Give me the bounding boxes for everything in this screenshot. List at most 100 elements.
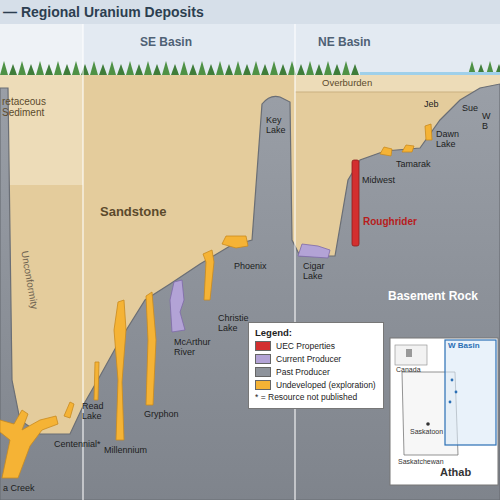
shea-creek-deposit: [0, 410, 58, 478]
legend-box: Legend: UEC PropertiesCurrent ProducerPas…: [248, 322, 384, 409]
map-label: Canada: [396, 366, 421, 374]
tree: [252, 61, 260, 75]
read-lake-deposit: [94, 362, 99, 400]
tree: [333, 64, 341, 75]
region-label: Overburden: [322, 78, 372, 88]
deposits-undeveloped: [0, 124, 432, 478]
tree: [45, 64, 53, 75]
saskatoon-dot: [426, 422, 430, 426]
region-label: Sandstone: [100, 205, 166, 219]
region-label: Gryphon: [144, 410, 179, 420]
legend-row: UEC Properties: [255, 341, 377, 351]
tamarak-deposit: [402, 145, 414, 152]
tree: [144, 61, 152, 75]
tree: [18, 61, 26, 75]
tree: [153, 64, 161, 75]
map-label: Athab: [440, 466, 471, 478]
legend-swatch: [255, 367, 271, 377]
legend-row: Past Producer: [255, 367, 377, 377]
basin-highlight: [445, 340, 496, 445]
legend-text: UEC Properties: [276, 341, 335, 351]
canada-highlight: [406, 349, 412, 357]
region-label: W B: [482, 112, 494, 132]
region-label: Millennium: [104, 446, 147, 456]
region-label: McArthur River: [174, 338, 218, 358]
midwest-deposit: [380, 147, 392, 156]
site-dot: [455, 391, 458, 394]
tree: [171, 64, 179, 75]
tree: [90, 61, 98, 75]
tree: [180, 61, 188, 75]
title-bar: [0, 0, 500, 24]
mcarthur-river-deposit: [170, 280, 185, 332]
region-label: Jeb: [424, 100, 439, 110]
tree: [27, 64, 35, 75]
basement-rock: [0, 84, 500, 500]
region-label: a Creek: [3, 484, 35, 494]
region-label: retaceous Sediment: [2, 96, 64, 118]
dawn-lake-deposit: [425, 124, 432, 140]
tree: [306, 61, 314, 75]
christie-lake-deposit: [203, 250, 214, 300]
se-band: [83, 24, 295, 76]
tree: [108, 61, 116, 75]
millennium-deposit: [114, 300, 126, 440]
map-label: W Basin: [448, 342, 480, 351]
trees: [0, 61, 500, 75]
region-label: Read Lake: [82, 402, 110, 422]
legend-row: Current Producer: [255, 354, 377, 364]
legend-swatch: [255, 380, 271, 390]
diagram-title: — Regional Uranium Deposits: [3, 5, 204, 20]
tree: [99, 64, 107, 75]
region-label: Sue: [462, 104, 478, 114]
region-label: NE Basin: [318, 36, 371, 49]
inset-frame: [390, 338, 498, 485]
tree: [117, 64, 125, 75]
region-label: Christie Lake: [218, 314, 252, 334]
tree: [54, 61, 62, 75]
ne-band: [295, 24, 500, 76]
legend-swatch: [255, 341, 271, 351]
tree: [207, 64, 215, 75]
region-label: Phoenix: [234, 262, 267, 272]
cretaceous-layer: [0, 75, 83, 185]
region-label: Basement Rock: [388, 290, 478, 303]
region-label: Midwest: [362, 176, 395, 186]
legend-note: * = Resource not published: [255, 393, 377, 402]
tree: [126, 61, 134, 75]
legend-text: Current Producer: [276, 354, 341, 364]
map-label: Saskatchewan: [398, 458, 444, 466]
tree: [72, 61, 80, 75]
tree: [0, 61, 8, 75]
section-divider: [294, 24, 296, 500]
tree: [243, 64, 251, 75]
inset-map: W BasinCanadaSaskatoonSaskatchewanAthab: [390, 338, 498, 485]
tree: [81, 64, 89, 75]
legend-row: Undeveloped (exploration): [255, 380, 377, 390]
tree: [216, 61, 224, 75]
tree: [315, 64, 323, 75]
region-label: Tamarak: [396, 160, 431, 170]
tree: [198, 61, 206, 75]
legend-swatch: [255, 354, 271, 364]
cigar-lake-deposit: [298, 244, 330, 258]
site-dot: [451, 379, 454, 382]
legend-title: Legend:: [255, 328, 377, 338]
canada-inset: [395, 345, 427, 365]
region-label: Cigar Lake: [303, 262, 333, 282]
legend-text: Past Producer: [276, 367, 330, 377]
sandstone-layer: [0, 75, 500, 500]
region-label: Centennial*: [54, 440, 101, 450]
tree: [63, 64, 71, 75]
overburden-line: [295, 92, 500, 93]
tree: [9, 64, 17, 75]
tree: [324, 61, 332, 75]
tree: [261, 64, 269, 75]
region-label: Dawn Lake: [436, 130, 464, 150]
tree: [279, 64, 287, 75]
tree: [270, 61, 278, 75]
region-label: Roughrider: [363, 216, 417, 227]
region-label: Key Lake: [266, 116, 292, 136]
